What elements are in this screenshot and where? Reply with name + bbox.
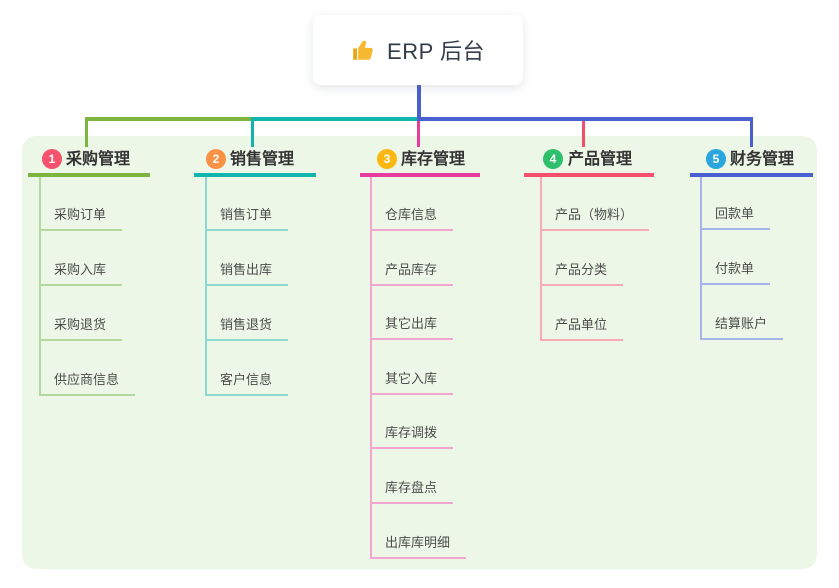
branch-node-product[interactable]: 产品管理 [568, 151, 633, 168]
child-node[interactable]: 销售出库 [205, 261, 289, 286]
child-node[interactable]: 结算账户 [700, 315, 784, 340]
child-node[interactable]: 产品单位 [540, 316, 624, 341]
child-node[interactable]: 销售订单 [205, 206, 289, 231]
child-node[interactable]: 销售退货 [205, 316, 289, 341]
branch-1-child-line [39, 177, 41, 396]
child-node[interactable]: 付款单 [700, 260, 771, 285]
child-node[interactable]: 库存盘点 [370, 479, 454, 504]
rail-branch-2 [251, 117, 419, 121]
branch-3-child-line [370, 177, 372, 559]
child-node[interactable]: 产品分类 [540, 261, 624, 286]
child-node[interactable]: 回款单 [700, 205, 771, 230]
rail-branch-4-5 [417, 117, 753, 121]
root-connector-line [417, 85, 421, 118]
branch-node-finance[interactable]: 财务管理 [730, 151, 795, 168]
child-node[interactable]: 出库库明细 [370, 534, 467, 559]
branch-3-underline [360, 173, 480, 177]
child-node[interactable]: 库存调拨 [370, 424, 454, 449]
child-node[interactable]: 客户信息 [205, 371, 289, 396]
branch-5-child-line [700, 177, 702, 340]
child-node[interactable]: 产品（物料） [540, 206, 650, 231]
branch-4-badge: 4 [543, 149, 563, 169]
branch-4-underline [524, 173, 654, 177]
child-node[interactable]: 其它出库 [370, 315, 454, 340]
child-node[interactable]: 其它入库 [370, 370, 454, 395]
drop-branch-1 [85, 121, 88, 147]
child-node[interactable]: 仓库信息 [370, 206, 454, 231]
branch-node-inventory[interactable]: 库存管理 [401, 151, 466, 168]
rail-branch-1 [85, 117, 253, 121]
drop-branch-5 [750, 121, 753, 147]
child-node[interactable]: 采购退货 [39, 316, 123, 341]
branch-1-underline [28, 173, 150, 177]
branch-3-badge: 3 [377, 149, 397, 169]
branch-2-underline [194, 173, 316, 177]
branch-5-underline [690, 173, 813, 177]
drop-branch-3 [417, 121, 420, 147]
child-node[interactable]: 采购订单 [39, 206, 123, 231]
drop-branch-2 [251, 121, 254, 147]
drop-branch-4 [582, 121, 585, 147]
child-node[interactable]: 供应商信息 [39, 371, 136, 396]
child-node[interactable]: 产品库存 [370, 261, 454, 286]
child-node[interactable]: 采购入库 [39, 261, 123, 286]
root-node-label: ERP 后台 [387, 39, 485, 64]
branch-4-child-line [540, 177, 542, 341]
branch-2-child-line [205, 177, 207, 396]
branch-node-purchase[interactable]: 采购管理 [66, 151, 131, 168]
branch-5-badge: 5 [706, 149, 726, 169]
root-node-erp[interactable]: ERP 后台 [313, 15, 523, 85]
thumbs-up-icon [353, 40, 373, 60]
branch-1-badge: 1 [42, 149, 62, 169]
branch-node-sales[interactable]: 销售管理 [230, 151, 295, 168]
mindmap-background-panel [22, 136, 817, 569]
branch-2-badge: 2 [206, 149, 226, 169]
